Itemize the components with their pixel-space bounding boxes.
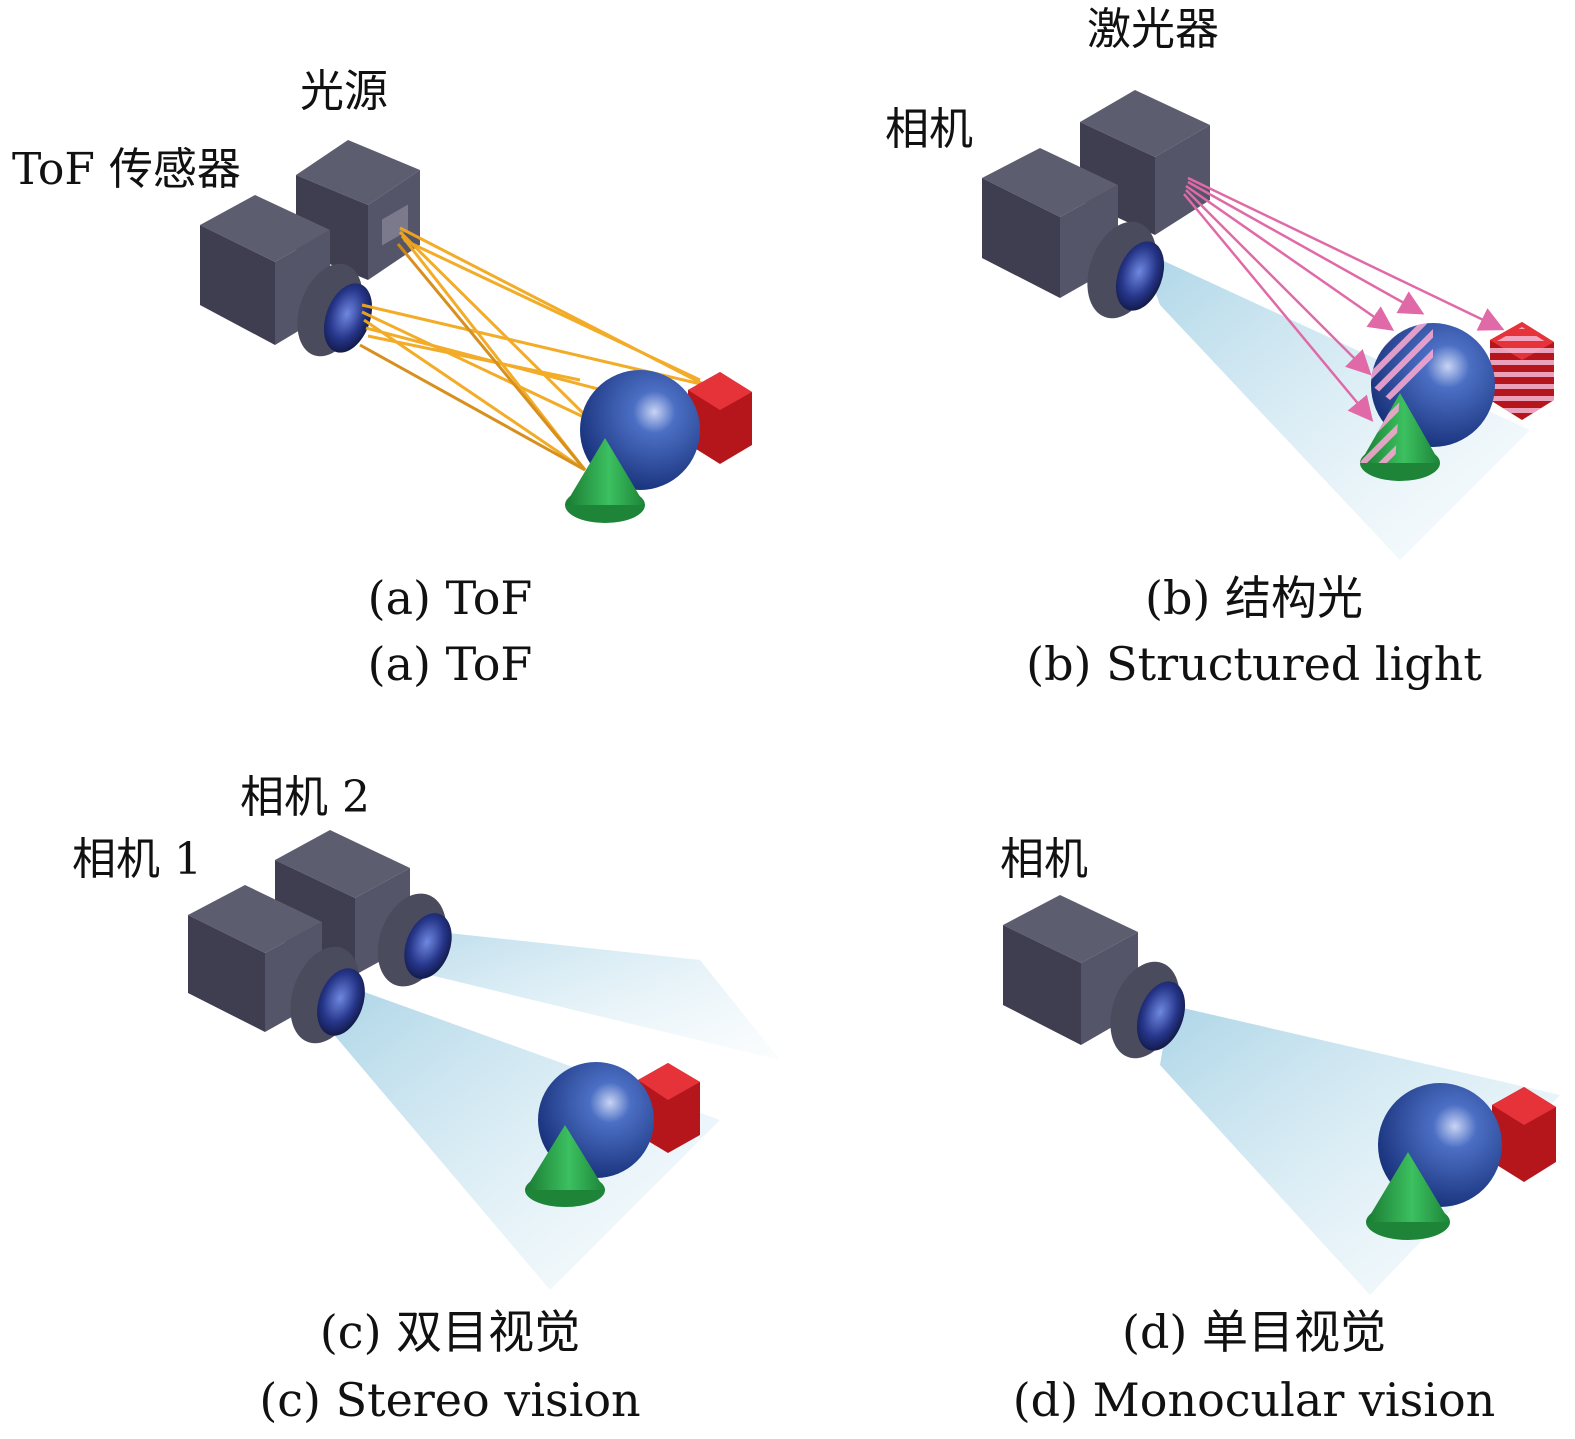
green-cone: [1360, 393, 1440, 481]
structured-light-rays: [1183, 176, 1505, 422]
green-cone: [565, 438, 645, 523]
camera-view-cone-d: [1160, 1005, 1560, 1295]
green-cone: [1366, 1152, 1450, 1240]
panel-c-stereo-vision: [188, 830, 780, 1290]
label-light-source: 光源: [300, 66, 388, 117]
label-camera2: 相机 2: [240, 772, 370, 823]
camera1-view-cone: [330, 985, 720, 1290]
tof-rays: [359, 226, 706, 472]
camera-icon-b: [982, 148, 1165, 319]
caption-d-en: (d) Monocular vision: [1012, 1373, 1496, 1427]
scene-objects-c: [525, 1062, 700, 1207]
camera2-view-cone: [420, 930, 780, 1060]
tof-sensor-camera-icon: [200, 195, 373, 357]
caption-a-zh: (a) ToF: [367, 571, 533, 625]
caption-b-zh: (b) 结构光: [1145, 571, 1363, 625]
scene-objects-a: [565, 370, 752, 523]
panel-a-tof: [200, 140, 752, 523]
caption-c-en: (c) Stereo vision: [259, 1373, 641, 1427]
panel-d-monocular-vision: [1003, 895, 1560, 1295]
laser-projector-icon: [1080, 90, 1210, 235]
label-camera1: 相机 1: [72, 834, 202, 885]
scene-objects-d: [1366, 1083, 1556, 1240]
green-cone: [525, 1125, 605, 1207]
camera-icon-d: [1003, 895, 1186, 1059]
camera-view-cone-b: [1140, 250, 1530, 560]
camera1-icon: [188, 885, 365, 1044]
label-camera-d: 相机: [1000, 834, 1088, 885]
label-camera-b: 相机: [885, 104, 973, 155]
scene-objects-b: [1360, 322, 1554, 481]
caption-a-en: (a) ToF: [367, 637, 533, 691]
label-tof-sensor: ToF 传感器: [12, 144, 241, 195]
panel-b-structured-light: [982, 90, 1554, 560]
label-laser: 激光器: [1087, 4, 1219, 55]
caption-d-zh: (d) 单目视觉: [1122, 1305, 1386, 1359]
caption-b-en: (b) Structured light: [1026, 637, 1482, 691]
caption-c-zh: (c) 双目视觉: [319, 1305, 581, 1359]
